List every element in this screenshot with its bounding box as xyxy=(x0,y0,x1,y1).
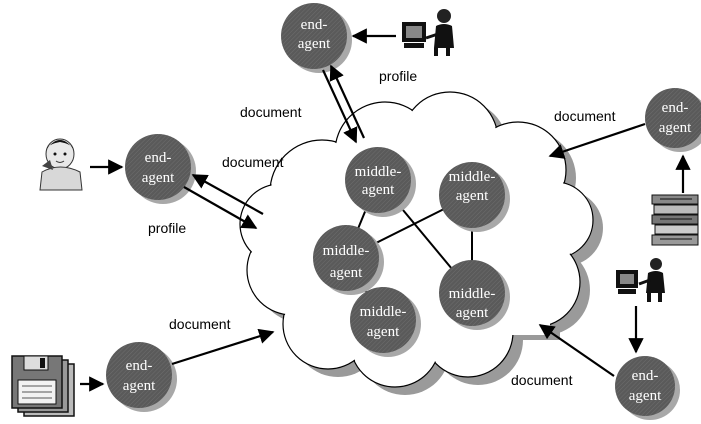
middle-agent-node-1[interactable]: middle- agent xyxy=(345,147,416,217)
end-agent-label: agent xyxy=(142,170,175,186)
label-profile-left: profile xyxy=(148,220,186,236)
middle-agent-label: agent xyxy=(330,265,363,281)
floppy-disks-icon xyxy=(11,355,75,417)
arrow-right-agent-to-cloud xyxy=(548,122,646,159)
end-agent-label: end- xyxy=(632,368,659,384)
end-agent-label: agent xyxy=(298,36,331,52)
end-agent-node-top[interactable]: end- agent xyxy=(281,3,352,73)
middle-agent-label: agent xyxy=(367,324,400,340)
middle-agent-node-4[interactable]: middle- agent xyxy=(350,287,421,357)
person-at-computer-icon xyxy=(616,258,665,302)
middle-agent-label: middle- xyxy=(449,286,496,302)
middle-agent-label: middle- xyxy=(355,164,402,180)
middle-agent-label: middle- xyxy=(323,243,370,259)
end-agent-node-bottom-right[interactable]: end- agent xyxy=(615,356,680,420)
end-agent-label: end- xyxy=(145,150,172,166)
end-agent-label: agent xyxy=(123,378,156,394)
arrow-cloud-to-top-agent xyxy=(329,64,365,139)
middle-agent-label: agent xyxy=(362,182,395,198)
middle-agent-label: agent xyxy=(456,305,489,321)
arrow-bottom-left-agent-to-cloud xyxy=(171,328,275,366)
middle-agent-node-5[interactable]: middle- agent xyxy=(439,260,510,330)
end-agent-label: end- xyxy=(662,100,689,116)
label-profile-top: profile xyxy=(379,68,417,84)
label-document-bottom-left: document xyxy=(169,316,231,332)
arrow-bottom-right-agent-to-cloud xyxy=(538,324,615,377)
label-document-bottom-right: document xyxy=(511,372,573,388)
arrows xyxy=(80,28,691,392)
end-agent-node-bottom-left[interactable]: end- agent xyxy=(106,342,177,412)
woman-on-phone-icon xyxy=(39,138,83,191)
end-agent-label: end- xyxy=(126,358,153,374)
books-stack-icon xyxy=(651,194,699,246)
arrow-left-agent-to-cloud xyxy=(183,186,258,229)
middle-agent-node-3[interactable]: middle- agent xyxy=(313,225,384,295)
label-document-left: document xyxy=(222,154,284,170)
end-agent-label: agent xyxy=(629,388,662,404)
person-at-computer-icon xyxy=(402,9,454,56)
arrow-top-agent-to-cloud xyxy=(322,69,358,144)
end-agent-node-right[interactable]: end- agent xyxy=(645,88,701,152)
end-agent-node-left[interactable]: end- agent xyxy=(125,134,196,204)
end-agent-label: end- xyxy=(301,17,328,33)
arrow-cloud-to-left-agent xyxy=(191,174,264,215)
middle-agent-label: agent xyxy=(456,188,489,204)
middle-agent-node-2[interactable]: middle- agent xyxy=(439,162,510,232)
cloud-fill xyxy=(241,93,592,386)
label-document-right: document xyxy=(554,108,616,124)
middle-agent-label: middle- xyxy=(449,169,496,185)
middle-agent-label: middle- xyxy=(360,304,407,320)
end-agent-label: agent xyxy=(659,120,692,136)
label-document-top: document xyxy=(240,104,302,120)
